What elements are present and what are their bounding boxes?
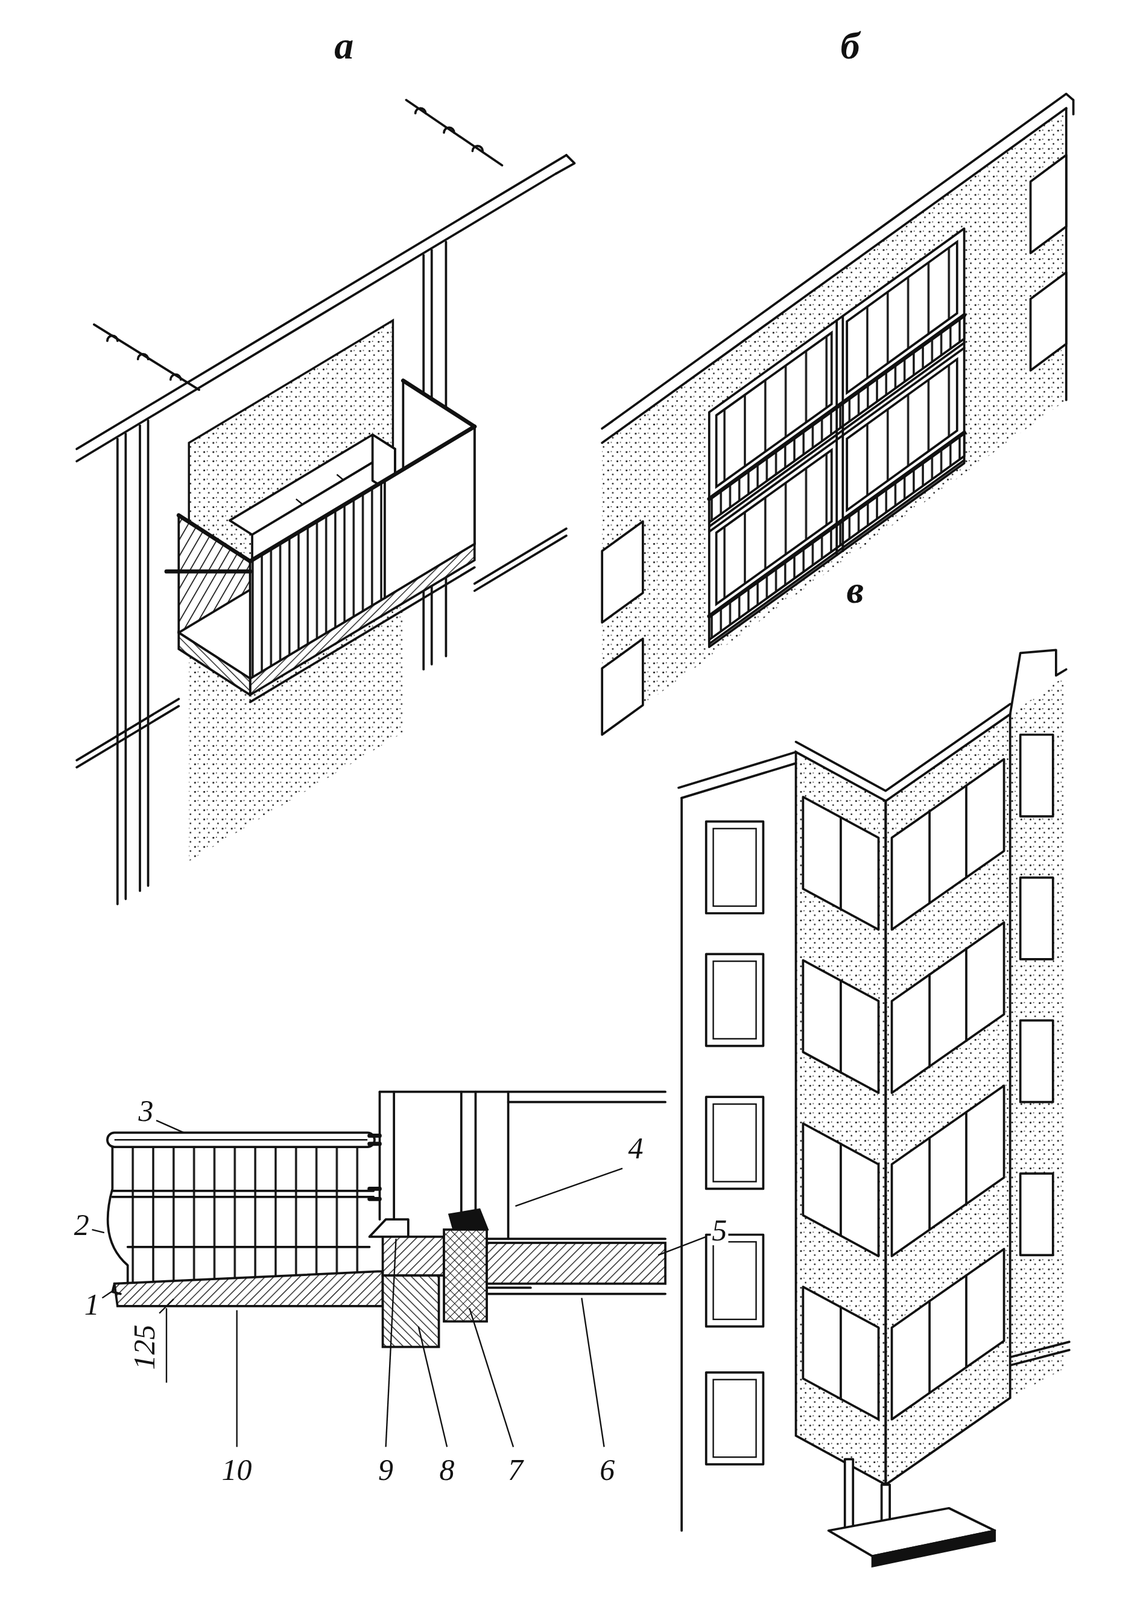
- callout-number: 9: [376, 1454, 395, 1485]
- loggia-view: [601, 94, 1074, 735]
- callout-number: 6: [598, 1454, 616, 1485]
- callout-number: 1: [83, 1288, 101, 1320]
- dimension-value: 125: [129, 1323, 160, 1371]
- callout-number: 2: [72, 1209, 91, 1240]
- corner-loggia-view: [678, 649, 1070, 1566]
- callout-number: 5: [710, 1214, 729, 1245]
- callout-number: 7: [506, 1454, 525, 1485]
- callout-number: 10: [220, 1454, 254, 1485]
- panel-letter: в: [845, 570, 866, 610]
- balcony-section: [92, 1091, 707, 1447]
- callout-number: 4: [627, 1132, 645, 1163]
- callout-number: 3: [136, 1095, 155, 1126]
- panel-letter: б: [838, 26, 861, 66]
- panel-letter: а: [332, 26, 355, 66]
- balcony-view: [76, 100, 575, 905]
- callout-number: 8: [438, 1454, 456, 1485]
